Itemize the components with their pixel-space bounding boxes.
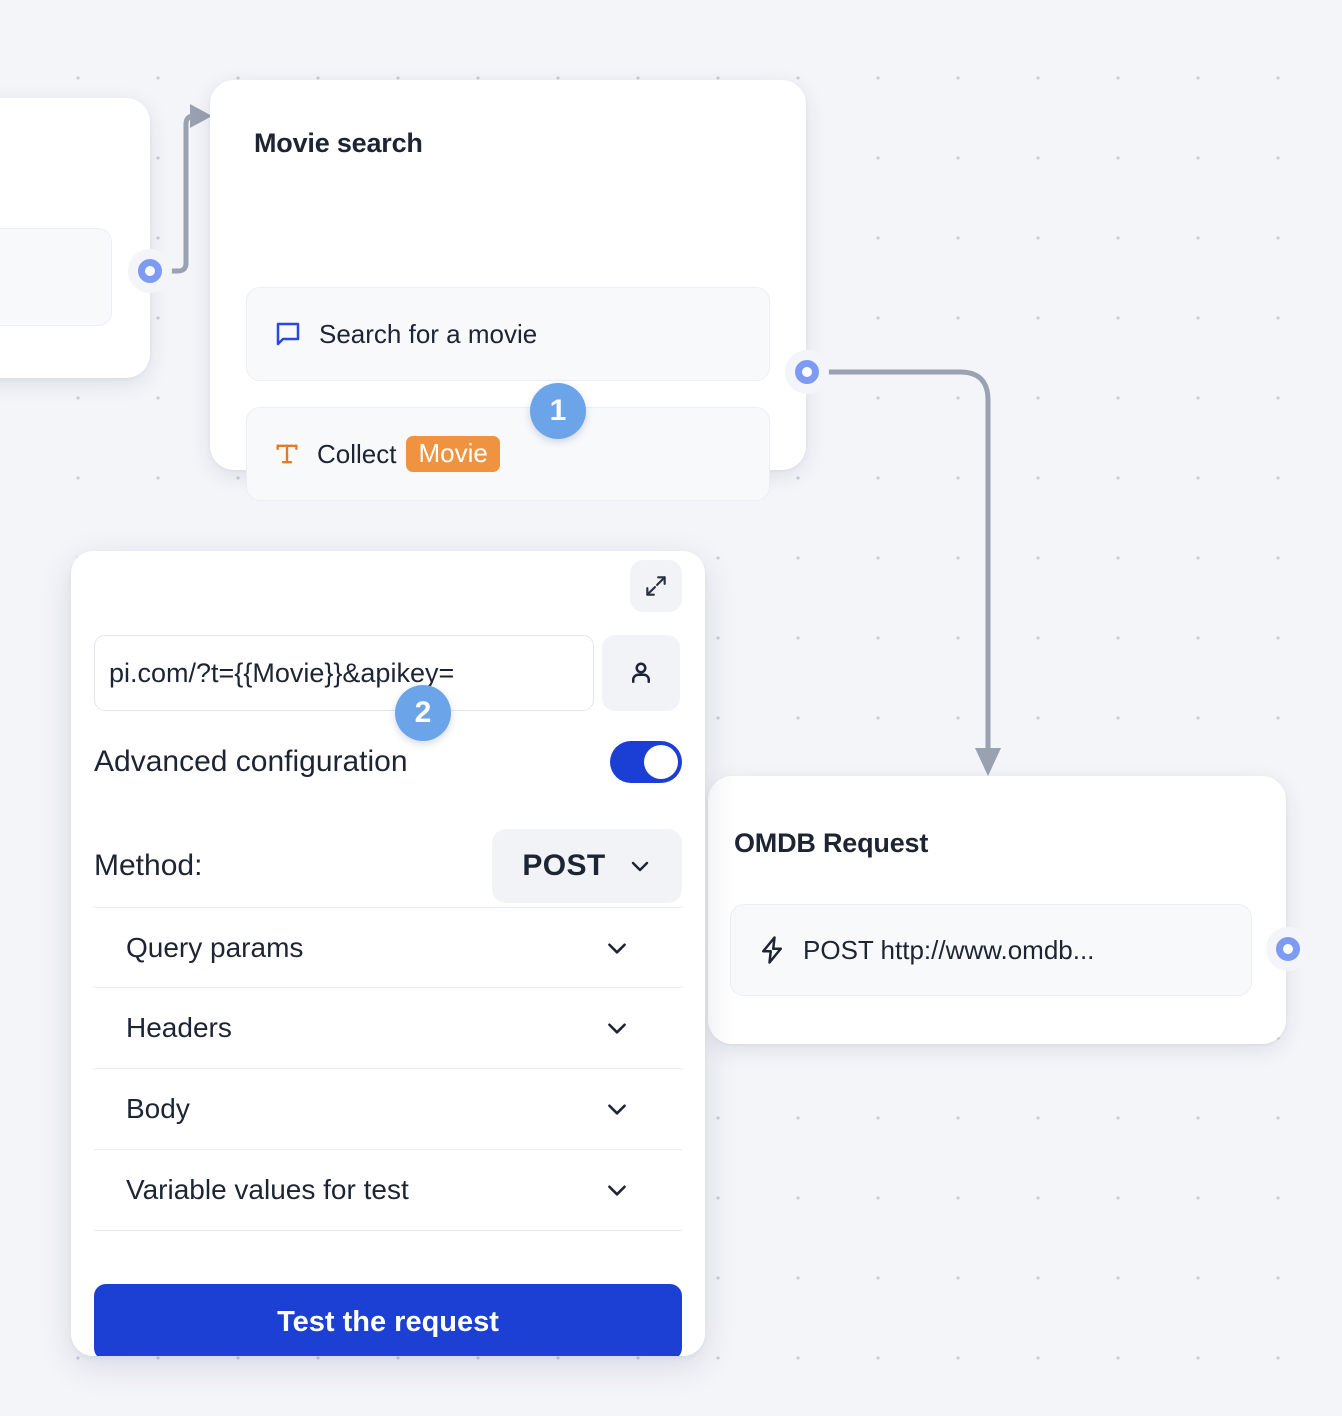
url-person-button[interactable]	[602, 635, 680, 711]
node-row-post-request[interactable]: POST http://www.omdb...	[730, 904, 1252, 996]
node-card-omdb-request[interactable]: OMDB Request POST http://www.omdb...	[694, 776, 1286, 1044]
method-select[interactable]: POST	[492, 829, 682, 903]
node-title-omdb-request: OMDB Request	[734, 828, 929, 858]
request-config-panel[interactable]: Advanced configuration Method: POST Quer…	[71, 551, 705, 1356]
config-accordion: Query params Headers Body	[94, 907, 682, 1231]
chevron-down-icon[interactable]	[604, 1177, 630, 1203]
chevron-down-icon	[628, 854, 652, 878]
node-title-movie-search: Movie search	[254, 128, 423, 158]
test-the-request-button[interactable]: Test the request	[94, 1284, 682, 1356]
advanced-configuration-row: Advanced configuration	[94, 741, 682, 783]
expand-panel-button[interactable]	[630, 560, 682, 612]
accordion-label-body: Body	[126, 1093, 190, 1124]
accordion-item-headers[interactable]: Headers	[94, 988, 682, 1069]
accordion-item-variable-values-for-test[interactable]: Variable values for test	[94, 1150, 682, 1231]
connector-port-left-output[interactable]	[128, 249, 172, 293]
accordion-label-variable-values: Variable values for test	[126, 1174, 409, 1205]
request-url-input[interactable]	[94, 635, 594, 711]
node-row-collect-movie[interactable]: Collect Movie	[246, 407, 770, 501]
person-icon	[626, 658, 656, 688]
advanced-configuration-label: Advanced configuration	[94, 745, 408, 778]
speech-bubble-icon	[273, 319, 303, 349]
connector-port-omdb-output[interactable]	[1266, 927, 1310, 971]
node-row-partial[interactable]	[0, 228, 112, 326]
node-row-search-for-a-movie[interactable]: Search for a movie	[246, 287, 770, 381]
node-card-partial-left[interactable]	[0, 98, 150, 378]
step-badge-2: 2	[395, 685, 451, 741]
accordion-item-query-params[interactable]: Query params	[94, 907, 682, 988]
node-card-movie-search[interactable]: Movie search Search for a movie Collect	[210, 80, 806, 501]
step-badge-1: 1	[530, 383, 586, 439]
node-row-label-post: POST http://www.omdb...	[803, 934, 1095, 965]
url-row	[94, 635, 680, 711]
chevron-down-icon[interactable]	[604, 935, 630, 961]
connector-port-movie-search-output[interactable]	[785, 350, 829, 394]
lightning-bolt-icon	[757, 935, 787, 965]
variable-chip-movie[interactable]: Movie	[406, 436, 500, 472]
node-row-label-collect: Collect Movie	[317, 436, 500, 472]
method-selected-value: POST	[522, 849, 606, 882]
expand-diagonal-icon	[643, 573, 669, 599]
chevron-down-icon[interactable]	[604, 1015, 630, 1041]
accordion-label-query-params: Query params	[126, 931, 304, 963]
text-T-icon	[273, 440, 301, 468]
method-label: Method:	[94, 849, 203, 882]
chevron-down-icon[interactable]	[604, 1096, 630, 1122]
method-row: Method: POST	[94, 829, 682, 903]
accordion-item-body[interactable]: Body	[94, 1069, 682, 1150]
advanced-configuration-toggle[interactable]	[610, 741, 682, 783]
collect-text: Collect	[317, 438, 397, 469]
node-row-label-search: Search for a movie	[319, 318, 538, 349]
accordion-label-headers: Headers	[126, 1012, 232, 1043]
